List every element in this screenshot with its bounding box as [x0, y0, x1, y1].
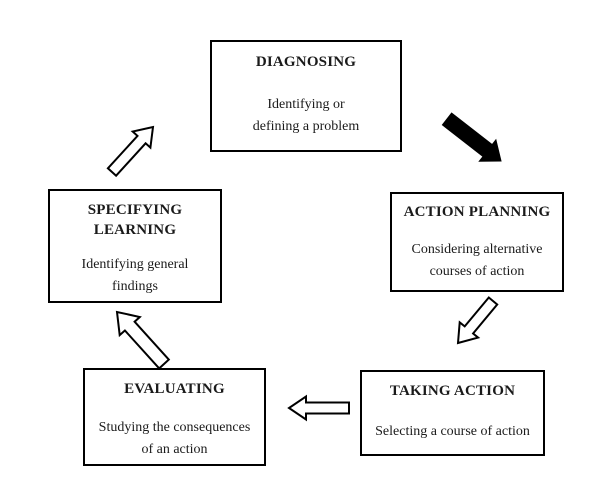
arrow-specifying-learning-to-diagnosing [106, 125, 155, 178]
node-diagnosing-title: DIAGNOSING [256, 52, 356, 72]
node-action-planning-description: Considering alternative courses of actio… [411, 239, 542, 283]
arrow-taking-action-to-evaluating [287, 394, 350, 422]
description-line: Considering alternative [411, 242, 543, 257]
title-line: TAKING ACTION [389, 383, 516, 399]
node-diagnosing-description: Identifying or defining a problem [253, 94, 360, 138]
description-line: Studying the consequences [98, 420, 251, 435]
arrow-diagnosing-to-action-planning [441, 112, 502, 162]
node-specifying-learning: SPECIFYING LEARNING Identifying general … [48, 189, 222, 303]
title-line: DIAGNOSING [255, 54, 357, 70]
title-line: ACTION PLANNING [403, 204, 551, 220]
arrow-evaluating-to-specifying-learning [115, 310, 171, 370]
description-line: findings [112, 279, 158, 294]
node-taking-action: TAKING ACTION Selecting a course of acti… [360, 370, 545, 456]
title-line: LEARNING [93, 222, 177, 238]
node-action-planning-title: ACTION PLANNING [404, 202, 551, 222]
title-line: EVALUATING [124, 381, 225, 397]
node-specifying-learning-description: Identifying general findings [82, 254, 189, 298]
description-line: Identifying or [267, 97, 345, 112]
node-evaluating-description: Studying the consequences of an action [99, 417, 251, 461]
description-line: Selecting a course of action [375, 424, 530, 439]
description-line: of an action [141, 442, 208, 457]
node-diagnosing: DIAGNOSING Identifying or defining a pro… [210, 40, 402, 152]
description-line: Identifying general [81, 257, 189, 272]
node-action-planning: ACTION PLANNING Considering alternative … [390, 192, 564, 292]
node-evaluating: EVALUATING Studying the consequences of … [83, 368, 266, 466]
node-taking-action-title: TAKING ACTION [390, 381, 515, 401]
node-specifying-learning-title: SPECIFYING LEARNING [88, 200, 183, 240]
description-line: defining a problem [252, 119, 360, 134]
description-line: courses of action [429, 264, 525, 279]
arrow-action-planning-to-taking-action [456, 296, 499, 345]
node-taking-action-description: Selecting a course of action [375, 421, 530, 443]
title-line: SPECIFYING [87, 202, 183, 218]
node-evaluating-title: EVALUATING [124, 379, 225, 399]
